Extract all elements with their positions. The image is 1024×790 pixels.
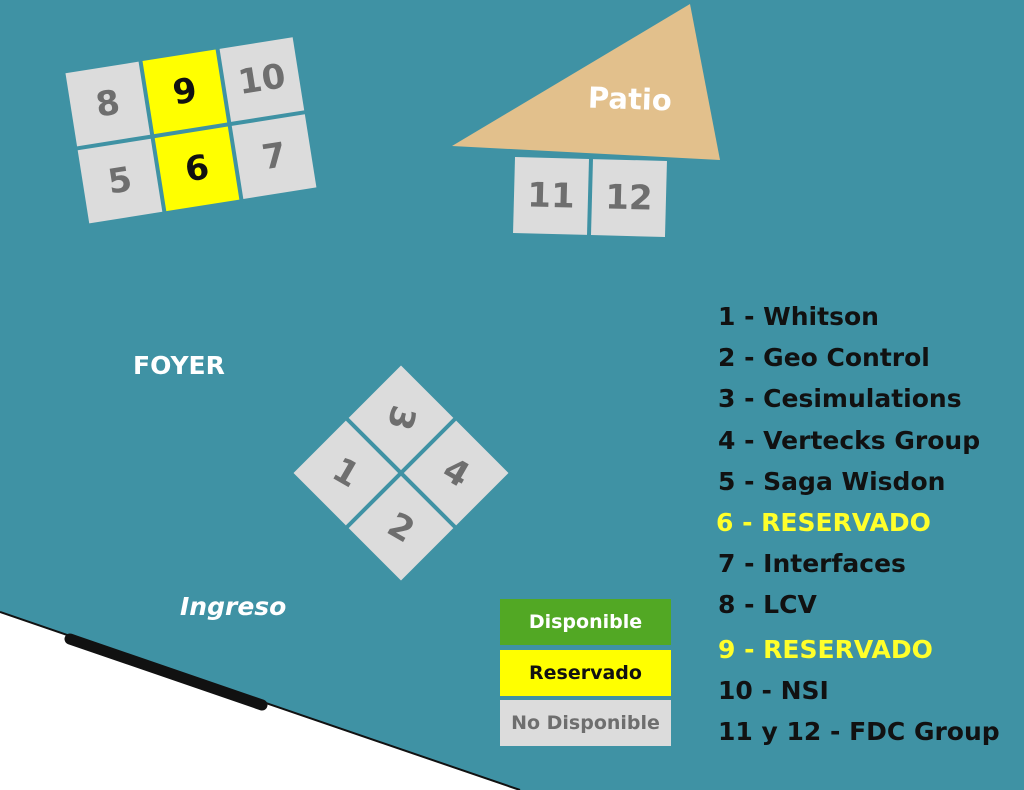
exhibitor-4: 4 - Vertecks Group [718, 425, 981, 455]
key-reserved: Reservado [500, 650, 671, 696]
exhibitor-list: 1 - Whitson 2 - Geo Control 3 - Cesimula… [716, 300, 1000, 756]
exhibitor-3: 3 - Cesimulations [718, 384, 962, 414]
exhibitor-10: 10 - NSI [718, 675, 829, 705]
booth-4-label: 4 [435, 449, 477, 497]
entrance-label: Ingreso [180, 592, 287, 621]
booth-cluster-11-12: 11 12 [513, 157, 667, 237]
exhibitor-2: 2 - Geo Control [718, 343, 930, 373]
exhibitor-11-12: 11 y 12 - FDC Group [718, 716, 1000, 746]
booth-6[interactable]: 6 [154, 126, 240, 212]
entrance-door [64, 633, 268, 711]
booth-8[interactable]: 8 [65, 61, 151, 147]
booth-12[interactable]: 12 [591, 159, 667, 237]
exhibitor-9: 9 - RESERVADO [718, 634, 933, 664]
booth-3-label: 3 [378, 401, 424, 435]
booth-7[interactable]: 7 [231, 114, 317, 199]
patio-label: Patio [587, 80, 673, 118]
booth-5[interactable]: 5 [77, 138, 163, 224]
patio-area [452, 4, 720, 160]
booth-1-label: 1 [325, 449, 367, 497]
exhibitor-8: 8 - LCV [718, 590, 817, 620]
booth-10[interactable]: 10 [219, 37, 305, 122]
foyer-label: FOYER [133, 351, 225, 380]
exhibitor-1: 1 - Whitson [718, 302, 879, 331]
booth-11[interactable]: 11 [513, 157, 589, 235]
exhibitor-5: 5 - Saga Wisdon [718, 466, 946, 496]
booth-2-label: 2 [380, 504, 422, 552]
exhibitor-6: 6 - RESERVADO [716, 507, 931, 537]
booth-9[interactable]: 9 [142, 49, 228, 135]
key-unavailable: No Disponible [500, 700, 671, 746]
exhibitor-7: 7 - Interfaces [718, 549, 906, 579]
key-available: Disponible [500, 599, 671, 645]
